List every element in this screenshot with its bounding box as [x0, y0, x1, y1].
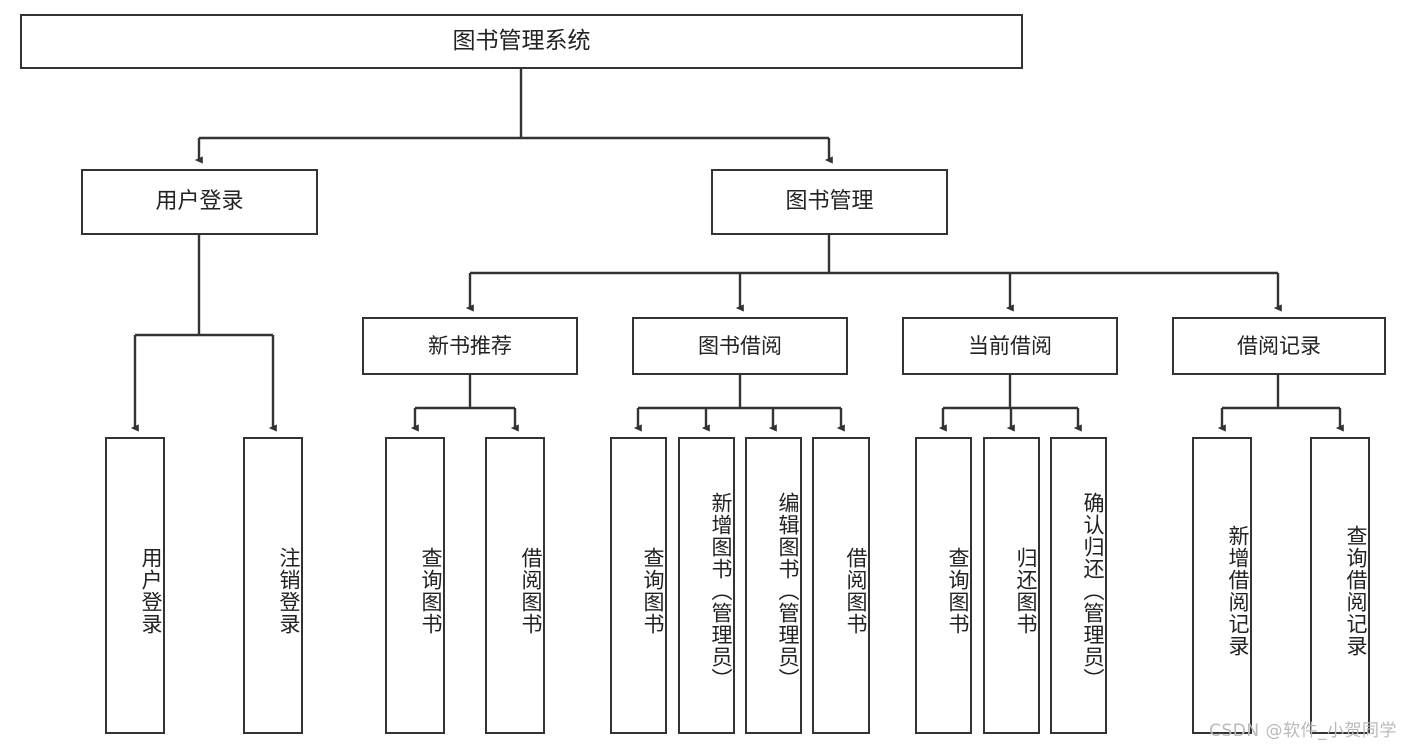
node-leaf-confirm-return-admin[interactable]: 确认归还（管理员）: [1050, 437, 1107, 734]
node-label: 图书管理系统: [452, 27, 591, 54]
node-leaf-query-book-recommend[interactable]: 查询图书: [385, 437, 445, 734]
node-leaf-query-borrow-record[interactable]: 查询借阅记录: [1310, 437, 1370, 734]
node-label: 新增图书（管理员）: [709, 491, 733, 690]
node-leaf-query-book-current[interactable]: 查询图书: [915, 437, 972, 734]
node-user-login[interactable]: 用户登录: [81, 169, 318, 235]
node-label: 图书管理: [785, 189, 874, 215]
node-leaf-return-book[interactable]: 归还图书: [983, 437, 1040, 734]
node-label: 查询图书: [946, 546, 970, 635]
node-label: 借阅记录: [1237, 333, 1321, 358]
node-label: 借阅图书: [844, 546, 868, 635]
node-borrow-record[interactable]: 借阅记录: [1172, 317, 1386, 375]
node-label: 用户登录: [155, 189, 244, 215]
node-label: 用户登录: [139, 546, 163, 635]
node-label: 新书推荐: [428, 333, 512, 358]
node-label: 新增借阅记录: [1226, 524, 1250, 657]
watermark-text: CSDN @软件_小贺同学: [1209, 721, 1397, 741]
node-book-borrow[interactable]: 图书借阅: [632, 317, 848, 375]
node-label: 确认归还（管理员）: [1081, 491, 1105, 690]
node-leaf-edit-book-admin[interactable]: 编辑图书（管理员）: [745, 437, 802, 734]
node-leaf-borrow-book-recommend[interactable]: 借阅图书: [485, 437, 545, 734]
node-root[interactable]: 图书管理系统: [20, 14, 1023, 69]
node-label: 注销登录: [277, 546, 301, 635]
node-label: 归还图书: [1014, 546, 1038, 635]
node-book-manage[interactable]: 图书管理: [711, 169, 948, 235]
node-label: 借阅图书: [519, 546, 543, 635]
node-leaf-query-book-borrow[interactable]: 查询图书: [610, 437, 667, 734]
node-current-borrow[interactable]: 当前借阅: [902, 317, 1118, 375]
node-label: 查询图书: [419, 546, 443, 635]
node-leaf-logout-login[interactable]: 注销登录: [243, 437, 303, 734]
node-label: 编辑图书（管理员）: [776, 491, 800, 690]
node-leaf-add-book-admin[interactable]: 新增图书（管理员）: [678, 437, 735, 734]
node-label: 查询借阅记录: [1344, 524, 1368, 657]
node-label: 查询图书: [641, 546, 665, 635]
node-leaf-borrow-book[interactable]: 借阅图书: [812, 437, 870, 734]
node-leaf-user-login[interactable]: 用户登录: [105, 437, 165, 734]
node-leaf-add-borrow-record[interactable]: 新增借阅记录: [1192, 437, 1252, 734]
node-new-book-recommend[interactable]: 新书推荐: [362, 317, 578, 375]
node-label: 图书借阅: [698, 333, 782, 358]
node-label: 当前借阅: [968, 333, 1052, 358]
